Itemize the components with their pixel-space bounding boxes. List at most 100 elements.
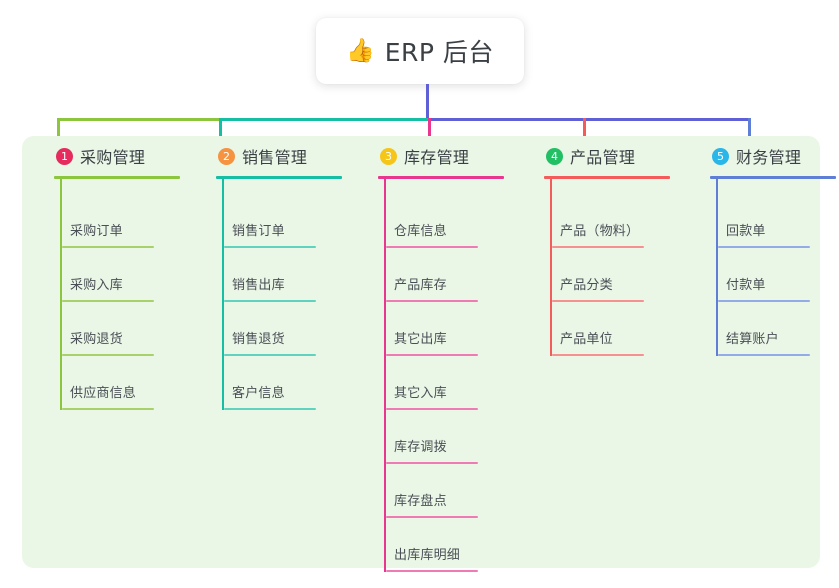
leaf-item[interactable]: 回款单	[718, 194, 810, 248]
leaf-label: 回款单	[726, 224, 766, 239]
leaf-underline	[552, 354, 644, 356]
branch-underline-5	[710, 176, 836, 179]
leaf-item[interactable]: 库存盘点	[386, 464, 478, 518]
leaf-item[interactable]: 销售出库	[224, 248, 316, 302]
branch-column-4: 4 产品管理产品（物料） 产品分类产品单位	[526, 136, 686, 356]
branch-header-3[interactable]: 3 库存管理	[360, 136, 520, 176]
leaf-item[interactable]: 产品分类	[552, 248, 644, 302]
leaf-label: 仓库信息	[394, 224, 447, 239]
leaf-item[interactable]: 销售退货	[224, 302, 316, 356]
leaf-underline	[62, 354, 154, 356]
branch-title-1: 采购管理	[80, 148, 146, 167]
branch-trunk-4	[550, 178, 552, 356]
leaf-label: 其它入库	[394, 386, 447, 401]
leaf-item[interactable]: 其它出库	[386, 302, 478, 356]
leaf-label: 出库库明细	[394, 548, 461, 563]
leaf-item[interactable]: 采购订单	[62, 194, 154, 248]
leaf-underline	[386, 300, 478, 302]
branch-column-3: 3 库存管理仓库信息产品库存其它出库其它入库库存调拨库存盘点出库库明细	[360, 136, 520, 572]
bus-segment-3	[428, 118, 751, 121]
leaf-item[interactable]: 仓库信息	[386, 194, 478, 248]
branch-underline-1	[54, 176, 180, 179]
bus-segment-1	[57, 118, 222, 121]
branch-trunk-3	[384, 178, 386, 572]
leaf-underline	[718, 246, 810, 248]
leaf-label: 供应商信息	[70, 386, 137, 401]
branch-badge-4: 4	[546, 147, 563, 165]
leaf-underline	[386, 570, 478, 572]
branch-title-3: 库存管理	[404, 148, 470, 167]
leaf-label: 产品单位	[560, 332, 613, 347]
branch-badge-3: 3	[380, 147, 397, 165]
leaf-underline	[718, 300, 810, 302]
root-node[interactable]: 👍 ERP 后台	[316, 18, 524, 84]
branch-title-2: 销售管理	[242, 148, 308, 167]
leaf-underline	[62, 300, 154, 302]
leaf-label: 销售出库	[232, 278, 285, 293]
leaf-label: 采购退货	[70, 332, 123, 347]
leaf-label: 库存盘点	[394, 494, 447, 509]
leaf-item[interactable]: 产品单位	[552, 302, 644, 356]
branch-title-4: 产品管理	[570, 148, 636, 167]
leaf-item[interactable]: 采购退货	[62, 302, 154, 356]
root-stem	[426, 84, 429, 121]
leaf-underline	[386, 516, 478, 518]
branch-header-4[interactable]: 4 产品管理	[526, 136, 686, 176]
leaf-underline	[386, 462, 478, 464]
leaf-underline	[62, 246, 154, 248]
leaf-underline	[386, 246, 478, 248]
leaf-underline	[62, 408, 154, 410]
branch-header-1[interactable]: 1 采购管理	[36, 136, 196, 176]
leaf-label: 销售退货	[232, 332, 285, 347]
root-title: ERP 后台	[384, 38, 494, 67]
branch-trunk-2	[222, 178, 224, 410]
leaf-underline	[386, 408, 478, 410]
leaf-underline	[224, 300, 316, 302]
leaf-item[interactable]: 库存调拨	[386, 410, 478, 464]
leaf-underline	[386, 354, 478, 356]
leaf-label: 销售订单	[232, 224, 285, 239]
branch-badge-1: 1	[56, 147, 73, 165]
leaf-item[interactable]: 出库库明细	[386, 518, 478, 572]
branch-column-1: 1 采购管理采购订单采购入库采购退货供应商信息	[36, 136, 196, 410]
branch-header-5[interactable]: 5 财务管理	[692, 136, 839, 176]
leaf-item[interactable]: 销售订单	[224, 194, 316, 248]
leaf-item[interactable]: 采购入库	[62, 248, 154, 302]
leaf-item[interactable]: 结算账户	[718, 302, 810, 356]
leaf-label: 产品库存	[394, 278, 447, 293]
leaf-item[interactable]: 客户信息	[224, 356, 316, 410]
leaf-label: 产品（物料）	[560, 224, 640, 239]
leaf-underline	[718, 354, 810, 356]
leaf-label: 采购订单	[70, 224, 123, 239]
bus-segment-2	[219, 118, 431, 121]
leaf-label: 其它出库	[394, 332, 447, 347]
branch-underline-4	[544, 176, 670, 179]
leaf-item[interactable]: 其它入库	[386, 356, 478, 410]
leaf-label: 结算账户	[726, 332, 779, 347]
leaf-underline	[224, 354, 316, 356]
branch-column-5: 5 财务管理回款单付款单结算账户	[692, 136, 839, 356]
leaf-label: 库存调拨	[394, 440, 447, 455]
branch-trunk-1	[60, 178, 62, 410]
branch-title-5: 财务管理	[736, 148, 802, 167]
branch-badge-5: 5	[712, 147, 729, 165]
leaf-item[interactable]: 付款单	[718, 248, 810, 302]
branch-trunk-5	[716, 178, 718, 356]
branch-underline-3	[378, 176, 504, 179]
thumbs-up-icon: 👍	[346, 37, 375, 64]
leaf-underline	[552, 246, 644, 248]
branch-underline-2	[216, 176, 342, 179]
leaf-underline	[552, 300, 644, 302]
leaf-underline	[224, 246, 316, 248]
leaf-label: 产品分类	[560, 278, 613, 293]
leaf-label: 采购入库	[70, 278, 123, 293]
leaf-item[interactable]: 产品（物料）	[552, 194, 644, 248]
leaf-item[interactable]: 供应商信息	[62, 356, 154, 410]
leaf-label: 客户信息	[232, 386, 285, 401]
leaf-underline	[224, 408, 316, 410]
leaf-label: 付款单	[726, 278, 766, 293]
leaf-item[interactable]: 产品库存	[386, 248, 478, 302]
